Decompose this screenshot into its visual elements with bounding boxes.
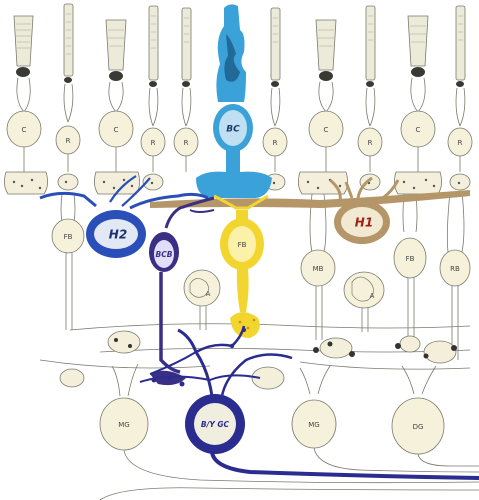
cone-nucleus (6, 110, 42, 148)
ipl-dark-synapses (114, 338, 457, 359)
rod-outer-segment (181, 7, 192, 81)
ganglion-dendrites (111, 363, 437, 397)
mg-left-label: MG (118, 421, 129, 429)
cone-pedicle (94, 171, 140, 195)
synaptic-dots (12, 178, 461, 190)
bcb-label: BCB (156, 250, 173, 259)
cone-nucleus (308, 110, 344, 148)
photoreceptor-nuclei (6, 110, 473, 157)
rod-bipolar-cell (439, 249, 471, 287)
rod-outer-segment (63, 3, 74, 77)
pigment-dots (16, 67, 464, 87)
rod-nucleus (173, 127, 199, 157)
cone-nucleus (98, 110, 134, 148)
bygc-label: B/Y GC (201, 420, 230, 429)
cone-label: C (114, 126, 119, 134)
flat-bipolar-cell-left (51, 218, 85, 254)
cone-label: C (22, 126, 27, 134)
blue-cone-bipolar: BCB (149, 196, 215, 386)
rod-label: R (368, 139, 373, 147)
cone-outer-segment (407, 15, 429, 67)
cone-pedicle (4, 171, 48, 195)
dg-label: DG (413, 423, 424, 431)
bc-label: BC (226, 125, 240, 135)
rod-nucleus (357, 127, 383, 157)
h2-horizontal-cell: H2 (39, 175, 209, 258)
rod-label: R (458, 139, 463, 147)
cone-pedicle (394, 171, 442, 195)
rod-outer-segment (148, 5, 159, 81)
rod-nucleus (262, 127, 288, 157)
flat-bipolar-cell-right (393, 237, 427, 279)
amacrine-cell-right (343, 271, 385, 309)
rb-label: RB (450, 265, 460, 273)
h2-label: H2 (109, 228, 127, 242)
rod-label: R (66, 137, 71, 145)
rod-spherule (449, 173, 471, 191)
blue-cone: BC (196, 4, 272, 198)
rod-nucleus (55, 125, 81, 155)
rod-nucleus (140, 127, 166, 157)
rod-outer-segment (270, 7, 281, 81)
amacrine-cell-left (183, 269, 221, 307)
h1-label: H1 (355, 216, 373, 230)
optic-nerve-fibers (99, 447, 479, 500)
blue-yellow-ganglion-cell: B/Y GC (139, 325, 479, 480)
rod-spherule (57, 173, 79, 191)
ganglion-cells (99, 397, 445, 455)
flat-bipolar-cell-yellow: FB (213, 194, 269, 338)
cone-nucleus (400, 110, 436, 148)
fb-mid-label: FB (238, 241, 247, 249)
cone-pedicle (298, 171, 348, 195)
rod-label: R (151, 139, 156, 147)
cone-outer-segment (105, 19, 127, 71)
ipl-terminals (59, 330, 457, 390)
cone-label: C (324, 126, 329, 134)
rod-nucleus (447, 127, 473, 157)
outer-segment-stripes (16, 13, 463, 55)
rod-spherule (142, 173, 164, 191)
rod-outer-segment (365, 5, 376, 81)
colored-synapse-clusters (151, 328, 246, 387)
rod-label: R (184, 139, 189, 147)
mg-right-label: MG (308, 421, 319, 429)
amacrine-nucleus (189, 278, 209, 298)
photoreceptor-fibers (16, 77, 466, 172)
amacrine-right-label: A (370, 292, 375, 300)
cone-label: C (416, 126, 421, 134)
fb-left-label: FB (64, 233, 73, 241)
cone-outer-segment (13, 15, 34, 67)
midget-bipolar-cell (300, 249, 336, 287)
mb-label: MB (313, 265, 324, 273)
inner-nuclear-cells (51, 218, 471, 309)
cone-outer-segment (315, 19, 337, 71)
amacrine-left-label: A (206, 290, 211, 298)
rod-outer-segment (455, 5, 466, 81)
rod-label: R (273, 139, 278, 147)
amacrine-nucleus (351, 276, 374, 302)
fb-right-label: FB (406, 255, 415, 263)
